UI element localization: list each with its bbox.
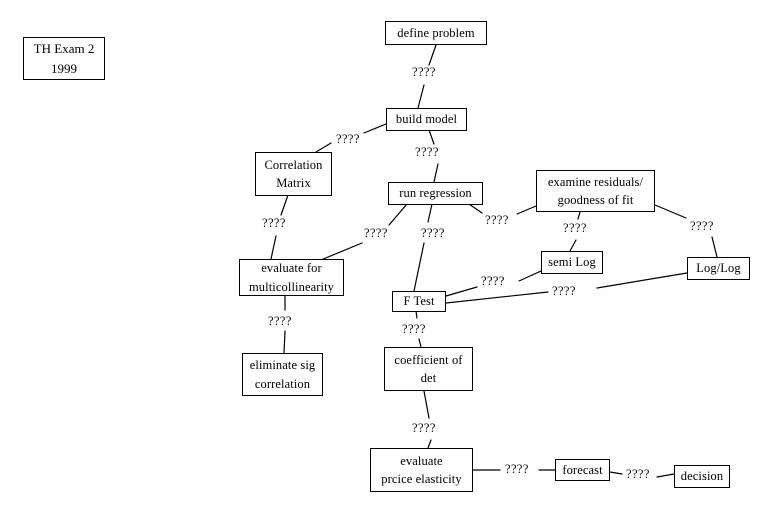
edge-line-f-test--log-log-b — [596, 272, 688, 289]
node-label-semi-log: semi Log — [548, 255, 596, 270]
edge-line-f-test--log-log — [445, 291, 549, 304]
node-label-evaluate-price-elasticity-line2: prcice elasticity — [381, 472, 462, 486]
node-label-decision: decision — [680, 469, 724, 484]
node-correlation-matrix[interactable]: Correlation Matrix — [255, 152, 332, 196]
edge-label-correlation-matrix--evaluate-multicollinearity: ???? — [261, 216, 287, 230]
edge-line-f-test--coefficient-of-det-b — [418, 338, 422, 348]
edge-label-f-test--semi-log: ???? — [480, 274, 506, 288]
edge-line-correlation-matrix--evaluate-multicollinearity-b — [270, 235, 277, 260]
edge-line-examine-residuals--semi-log-b — [569, 239, 577, 252]
edge-line-forecast--decision-b — [656, 473, 675, 478]
node-label-correlation-matrix-line2: Matrix — [276, 176, 311, 190]
edge-label-forecast--decision: ???? — [625, 467, 651, 481]
node-label-eliminate-sig-correlation-line1: eliminate sig — [249, 358, 316, 373]
edge-line-coefficient-of-det--evaluate-price-elasticity-b — [427, 439, 432, 449]
edge-label-f-test--log-log: ???? — [551, 284, 577, 298]
edge-label-examine-residuals--log-log: ???? — [689, 219, 715, 233]
edge-label-run-regression--evaluate-multicollinearity: ???? — [363, 226, 389, 240]
edge-label-evaluate-price-elasticity--forecast: ???? — [504, 462, 530, 476]
node-build-model[interactable]: build model — [386, 108, 467, 131]
edge-label-evaluate-multicollinearity--eliminate-sig-correlation: ???? — [267, 314, 293, 328]
edge-label-define-problem--build-model: ???? — [411, 65, 437, 79]
node-label-run-regression: run regression — [399, 186, 472, 201]
node-label-log-log: Log/Log — [696, 261, 741, 276]
edge-line-evaluate-multicollinearity--eliminate-sig-correlation-b — [283, 330, 286, 354]
edge-label-build-model--run-regression: ???? — [414, 145, 440, 159]
edge-label-examine-residuals--semi-log: ???? — [562, 221, 588, 235]
node-label-define-problem: define problem — [397, 25, 475, 40]
exam-title-box: TH Exam 2 1999 — [23, 37, 105, 80]
edge-line-examine-residuals--log-log-b — [711, 236, 718, 258]
edge-line-examine-residuals--log-log — [654, 204, 687, 219]
edge-line-build-model--run-regression — [428, 129, 435, 145]
node-coefficient-of-det[interactable]: coefficient of det — [384, 347, 473, 391]
node-eliminate-sig-correlation[interactable]: eliminate sig correlation — [242, 353, 323, 396]
edge-line-run-regression--examine-residuals — [468, 203, 483, 214]
node-f-test[interactable]: F Test — [392, 291, 446, 312]
node-label-f-test: F Test — [403, 294, 435, 309]
node-forecast[interactable]: forecast — [555, 459, 610, 481]
edge-line-run-regression--f-test — [427, 203, 433, 223]
node-run-regression[interactable]: run regression — [388, 182, 483, 205]
edge-line-f-test--semi-log-b — [518, 270, 542, 282]
edge-line-f-test--semi-log — [445, 286, 478, 297]
node-label-examine-residuals-line2: goodness of fit — [557, 193, 634, 207]
edge-label-run-regression--examine-residuals: ???? — [484, 213, 510, 227]
edge-line-correlation-matrix--evaluate-multicollinearity — [280, 194, 289, 216]
node-label-correlation-matrix-line1: Correlation — [264, 157, 323, 172]
edge-line-build-model--correlation-matrix-b — [315, 142, 332, 153]
node-log-log[interactable]: Log/Log — [687, 257, 750, 280]
edge-line-run-regression--evaluate-multicollinearity — [388, 203, 408, 226]
node-label-evaluate-multicollinearity-line2: multicollinearity — [248, 279, 334, 294]
edge-line-define-problem--build-model — [428, 44, 437, 66]
node-examine-residuals[interactable]: examine residuals/ goodness of fit — [536, 170, 655, 212]
node-label-evaluate-multicollinearity-line1: evaluate for — [261, 261, 322, 276]
node-label-forecast: forecast — [562, 462, 603, 477]
node-evaluate-multicollinearity[interactable]: evaluate for multicollinearity — [239, 259, 344, 296]
edge-line-define-problem--build-model-b — [417, 84, 425, 109]
edge-line-forecast--decision — [609, 471, 623, 475]
edge-line-run-regression--examine-residuals-b — [516, 205, 537, 215]
exam-title-line1: TH Exam 2 — [33, 41, 95, 56]
exam-title-line2: 1999 — [51, 60, 77, 76]
node-label-coefficient-of-det-line2: det — [420, 371, 437, 385]
edge-label-build-model--correlation-matrix: ???? — [335, 132, 361, 146]
edge-label-f-test--coefficient-of-det: ???? — [401, 322, 427, 336]
node-define-problem[interactable]: define problem — [385, 21, 487, 45]
node-decision[interactable]: decision — [674, 465, 730, 488]
edge-line-build-model--correlation-matrix — [363, 123, 387, 134]
node-evaluate-price-elasticity[interactable]: evaluate prcice elasticity — [370, 448, 473, 492]
node-label-coefficient-of-det-line1: coefficient of — [394, 352, 463, 367]
edge-line-build-model--run-regression-b — [433, 163, 439, 183]
edge-line-run-regression--f-test-b — [413, 242, 425, 292]
edge-line-examine-residuals--semi-log — [577, 211, 581, 220]
node-label-examine-residuals-line1: examine residuals/ — [547, 174, 644, 189]
node-label-build-model: build model — [395, 112, 458, 127]
edge-label-coefficient-of-det--evaluate-price-elasticity: ???? — [411, 421, 437, 435]
edge-label-run-regression--f-test: ???? — [420, 226, 446, 240]
node-semi-log[interactable]: semi Log — [541, 251, 603, 274]
edge-line-coefficient-of-det--evaluate-price-elasticity — [423, 390, 430, 419]
edge-line-f-test--coefficient-of-det — [415, 310, 418, 319]
node-label-evaluate-price-elasticity-line1: evaluate — [400, 453, 443, 468]
node-label-eliminate-sig-correlation-line2: correlation — [254, 376, 311, 391]
